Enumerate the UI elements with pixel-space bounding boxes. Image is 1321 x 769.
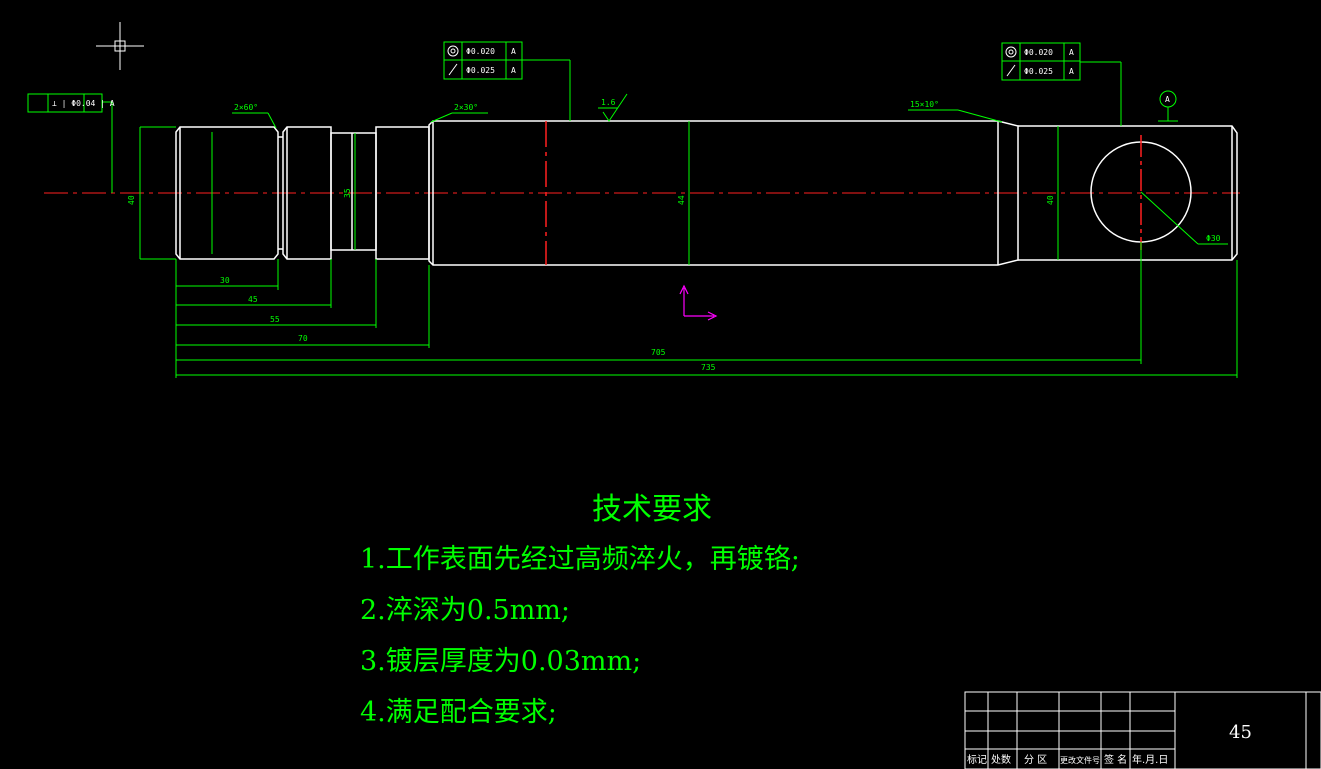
length-label-55: 55 (270, 315, 280, 324)
diameter-label-2: 35 (343, 188, 352, 198)
title-block-header: 年.月.日 (1132, 753, 1168, 766)
hole-diameter-label: Φ30 (1206, 234, 1221, 243)
crosshair-cursor (96, 22, 144, 70)
concentricity-icon (1005, 46, 1017, 58)
tolerance-frame-right: Φ0.020 Φ0.025 A A (1001, 42, 1081, 81)
tolerance-frame-mid: Φ0.020 Φ0.025 A A (443, 41, 523, 80)
datum-ref: A (511, 66, 516, 75)
title-block-header: 签 名 (1104, 753, 1127, 766)
tolerance-frame-left: ⊥ | Φ0.04 | A (27, 93, 115, 113)
concentricity-icon (447, 45, 459, 57)
length-label-705: 705 (651, 348, 666, 357)
red-centerlines (545, 121, 1142, 265)
datum-symbol-label: A (1165, 95, 1170, 104)
chamfer-right-label: 15×10° (910, 100, 939, 109)
concentricity-value: Φ0.020 (1024, 48, 1053, 57)
note-item: 2.淬深为0.5mm; (360, 595, 571, 626)
datum-ref: A (1069, 48, 1074, 57)
material-label: 45 (1229, 722, 1252, 743)
runout-icon (448, 63, 458, 76)
chamfer-mid-label: 2×30° (454, 103, 478, 112)
concentricity-value: Φ0.020 (466, 47, 495, 56)
title-block-header: 更改文件号 (1060, 755, 1100, 765)
runout-value: Φ0.025 (466, 66, 495, 75)
tolerance-left-text: ⊥ | Φ0.04 | A (52, 99, 115, 108)
chamfer-left-label: 2×60° (234, 103, 258, 112)
title-block-header: 分 区 (1024, 754, 1047, 766)
note-item: 4.满足配合要求; (360, 697, 557, 728)
diameter-label-1: 40 (127, 195, 136, 205)
title-block-header: 处数 (991, 753, 1011, 766)
diameter-label-3: 44 (677, 195, 686, 205)
datum-ref: A (1069, 67, 1074, 76)
diameter-label-4: 40 (1046, 195, 1055, 205)
dimension-lines (102, 59, 1238, 378)
title-block-header: 标记 (967, 754, 987, 766)
length-label-70: 70 (298, 334, 308, 343)
note-item: 3.镀层厚度为0.03mm; (360, 646, 642, 677)
length-label-735: 735 (701, 363, 716, 372)
roughness-label: 1.6 (601, 98, 616, 107)
length-label-45: 45 (248, 295, 258, 304)
note-item: 1.工作表面先经过高频淬火，再镀铬; (360, 544, 800, 575)
runout-value: Φ0.025 (1024, 67, 1053, 76)
notes-title: 技术要求 (592, 492, 712, 527)
length-label-30: 30 (220, 276, 230, 285)
runout-icon (1006, 64, 1016, 77)
shaft-outline (175, 120, 1238, 266)
title-block (964, 691, 1321, 769)
ucs-icon (679, 284, 718, 321)
datum-ref: A (511, 47, 516, 56)
